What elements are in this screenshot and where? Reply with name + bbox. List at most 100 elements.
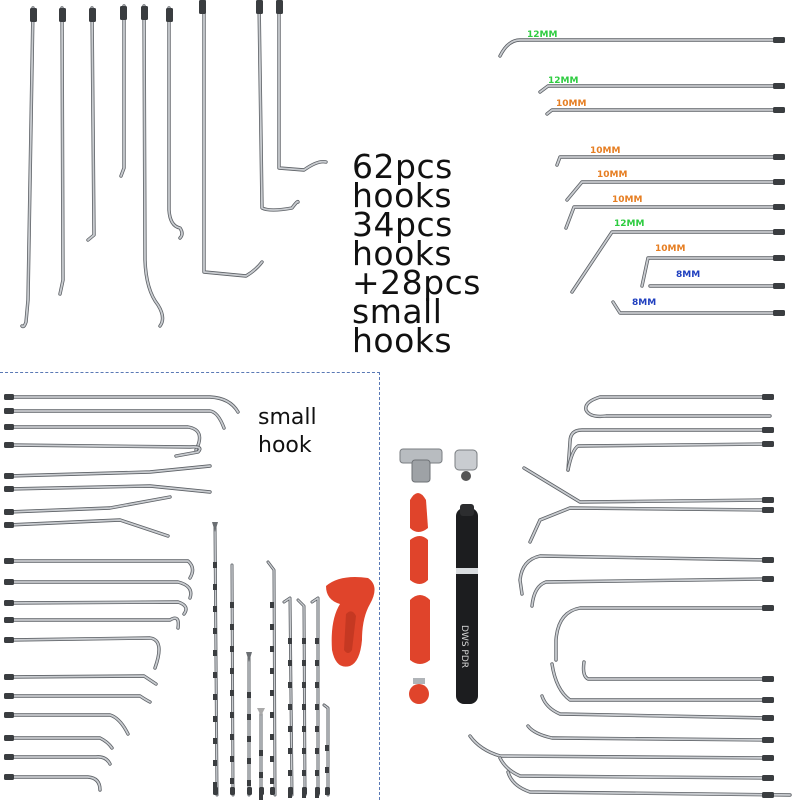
rod-segment (302, 682, 306, 688)
rod (21, 7, 34, 328)
rod-segment (288, 770, 292, 776)
rod-segment (270, 778, 274, 784)
rod (566, 181, 776, 201)
rod-end-cap (4, 579, 14, 585)
rod-end-cap (773, 154, 785, 160)
rod-segment (270, 712, 274, 718)
rod-shadow (522, 466, 772, 504)
rod (499, 39, 776, 57)
red-ball-knob (409, 684, 429, 704)
rod (7, 737, 113, 749)
rod-segment (259, 794, 263, 800)
rod (258, 0, 299, 211)
rod-segment (270, 734, 274, 740)
rod-shadow (640, 256, 777, 288)
rod-end-cap (4, 473, 14, 479)
rod-segment (213, 606, 217, 612)
size-label: 10MM (590, 146, 621, 156)
rod (267, 561, 276, 796)
rod-end-cap (30, 8, 37, 22)
rod-shadow (554, 606, 772, 662)
rod-segment (247, 714, 251, 720)
hook-tip (212, 522, 218, 532)
rod-segment (247, 692, 251, 698)
rod-end-cap (4, 408, 14, 414)
rod-segment (270, 668, 274, 674)
rod (7, 776, 101, 791)
rod (7, 519, 169, 537)
rod (7, 496, 171, 513)
rod-shadow (518, 554, 772, 596)
red-knob (410, 493, 428, 532)
rod (7, 675, 157, 685)
rod-shadow (564, 205, 777, 230)
rod-end-cap (762, 427, 774, 433)
rod-end-cap (762, 792, 774, 798)
size-label: 12MM (614, 219, 645, 229)
rod-end-cap (773, 83, 785, 89)
rod (143, 5, 164, 327)
rod-end-cap (762, 697, 774, 703)
rod-segment (315, 770, 319, 776)
rod-end-cap (276, 0, 283, 14)
carbon-handle (456, 508, 478, 704)
rod (507, 771, 791, 796)
rod-segment (302, 638, 306, 644)
rod-end-cap (762, 737, 774, 743)
rod (7, 410, 225, 429)
rod-segment (288, 660, 292, 666)
rod-segment (230, 646, 234, 652)
rod (541, 695, 771, 719)
rod-segment (259, 772, 263, 778)
rod-segment (213, 738, 217, 744)
headline-line: small (352, 292, 443, 331)
rod (203, 0, 263, 277)
grip-texture (344, 611, 356, 653)
rod (529, 507, 771, 543)
rod (527, 725, 771, 741)
rod (168, 7, 183, 239)
rod (469, 735, 771, 759)
rod-end-cap (89, 8, 96, 22)
rod-end-cap (247, 787, 252, 795)
rod-end-cap (166, 8, 173, 22)
rod-end-cap (315, 787, 320, 795)
rod-end-cap (762, 676, 774, 682)
size-label: 10MM (556, 99, 587, 109)
rod-end-cap (773, 283, 785, 289)
rod-segment (213, 716, 217, 722)
rod-segment (213, 782, 217, 788)
rod-segment (230, 668, 234, 674)
rod-end-cap (4, 424, 14, 430)
size-label: 12MM (548, 76, 579, 86)
rod-segment (213, 562, 217, 568)
rod-segment (315, 638, 319, 644)
rod-shadow (202, 0, 264, 278)
rod-segment (315, 682, 319, 688)
rod-segment (213, 628, 217, 634)
rod-end-cap (4, 735, 14, 741)
rod-end-cap (259, 787, 264, 795)
rod-end-cap (213, 787, 218, 795)
rod-segment (325, 745, 329, 751)
rod-segment (302, 726, 306, 732)
rod (323, 704, 329, 796)
rod-end-cap (762, 775, 774, 781)
rod (523, 467, 771, 503)
rod-shadow (277, 0, 328, 172)
rod-segment (230, 756, 234, 762)
rod-end-cap (4, 558, 14, 564)
rod-end-cap (773, 37, 785, 43)
headline-text: 62pcs hooks 34pcs hooks +28pcs small hoo… (352, 150, 532, 357)
rod-end-cap (4, 693, 14, 699)
rod (7, 714, 129, 735)
rod-shadow (555, 155, 777, 167)
rod (7, 485, 211, 493)
rod-end-cap (762, 605, 774, 611)
rod-end-cap (762, 557, 774, 563)
rod (7, 637, 160, 669)
rod-segment (315, 660, 319, 666)
rod-segment (230, 734, 234, 740)
rod-segment (288, 704, 292, 710)
